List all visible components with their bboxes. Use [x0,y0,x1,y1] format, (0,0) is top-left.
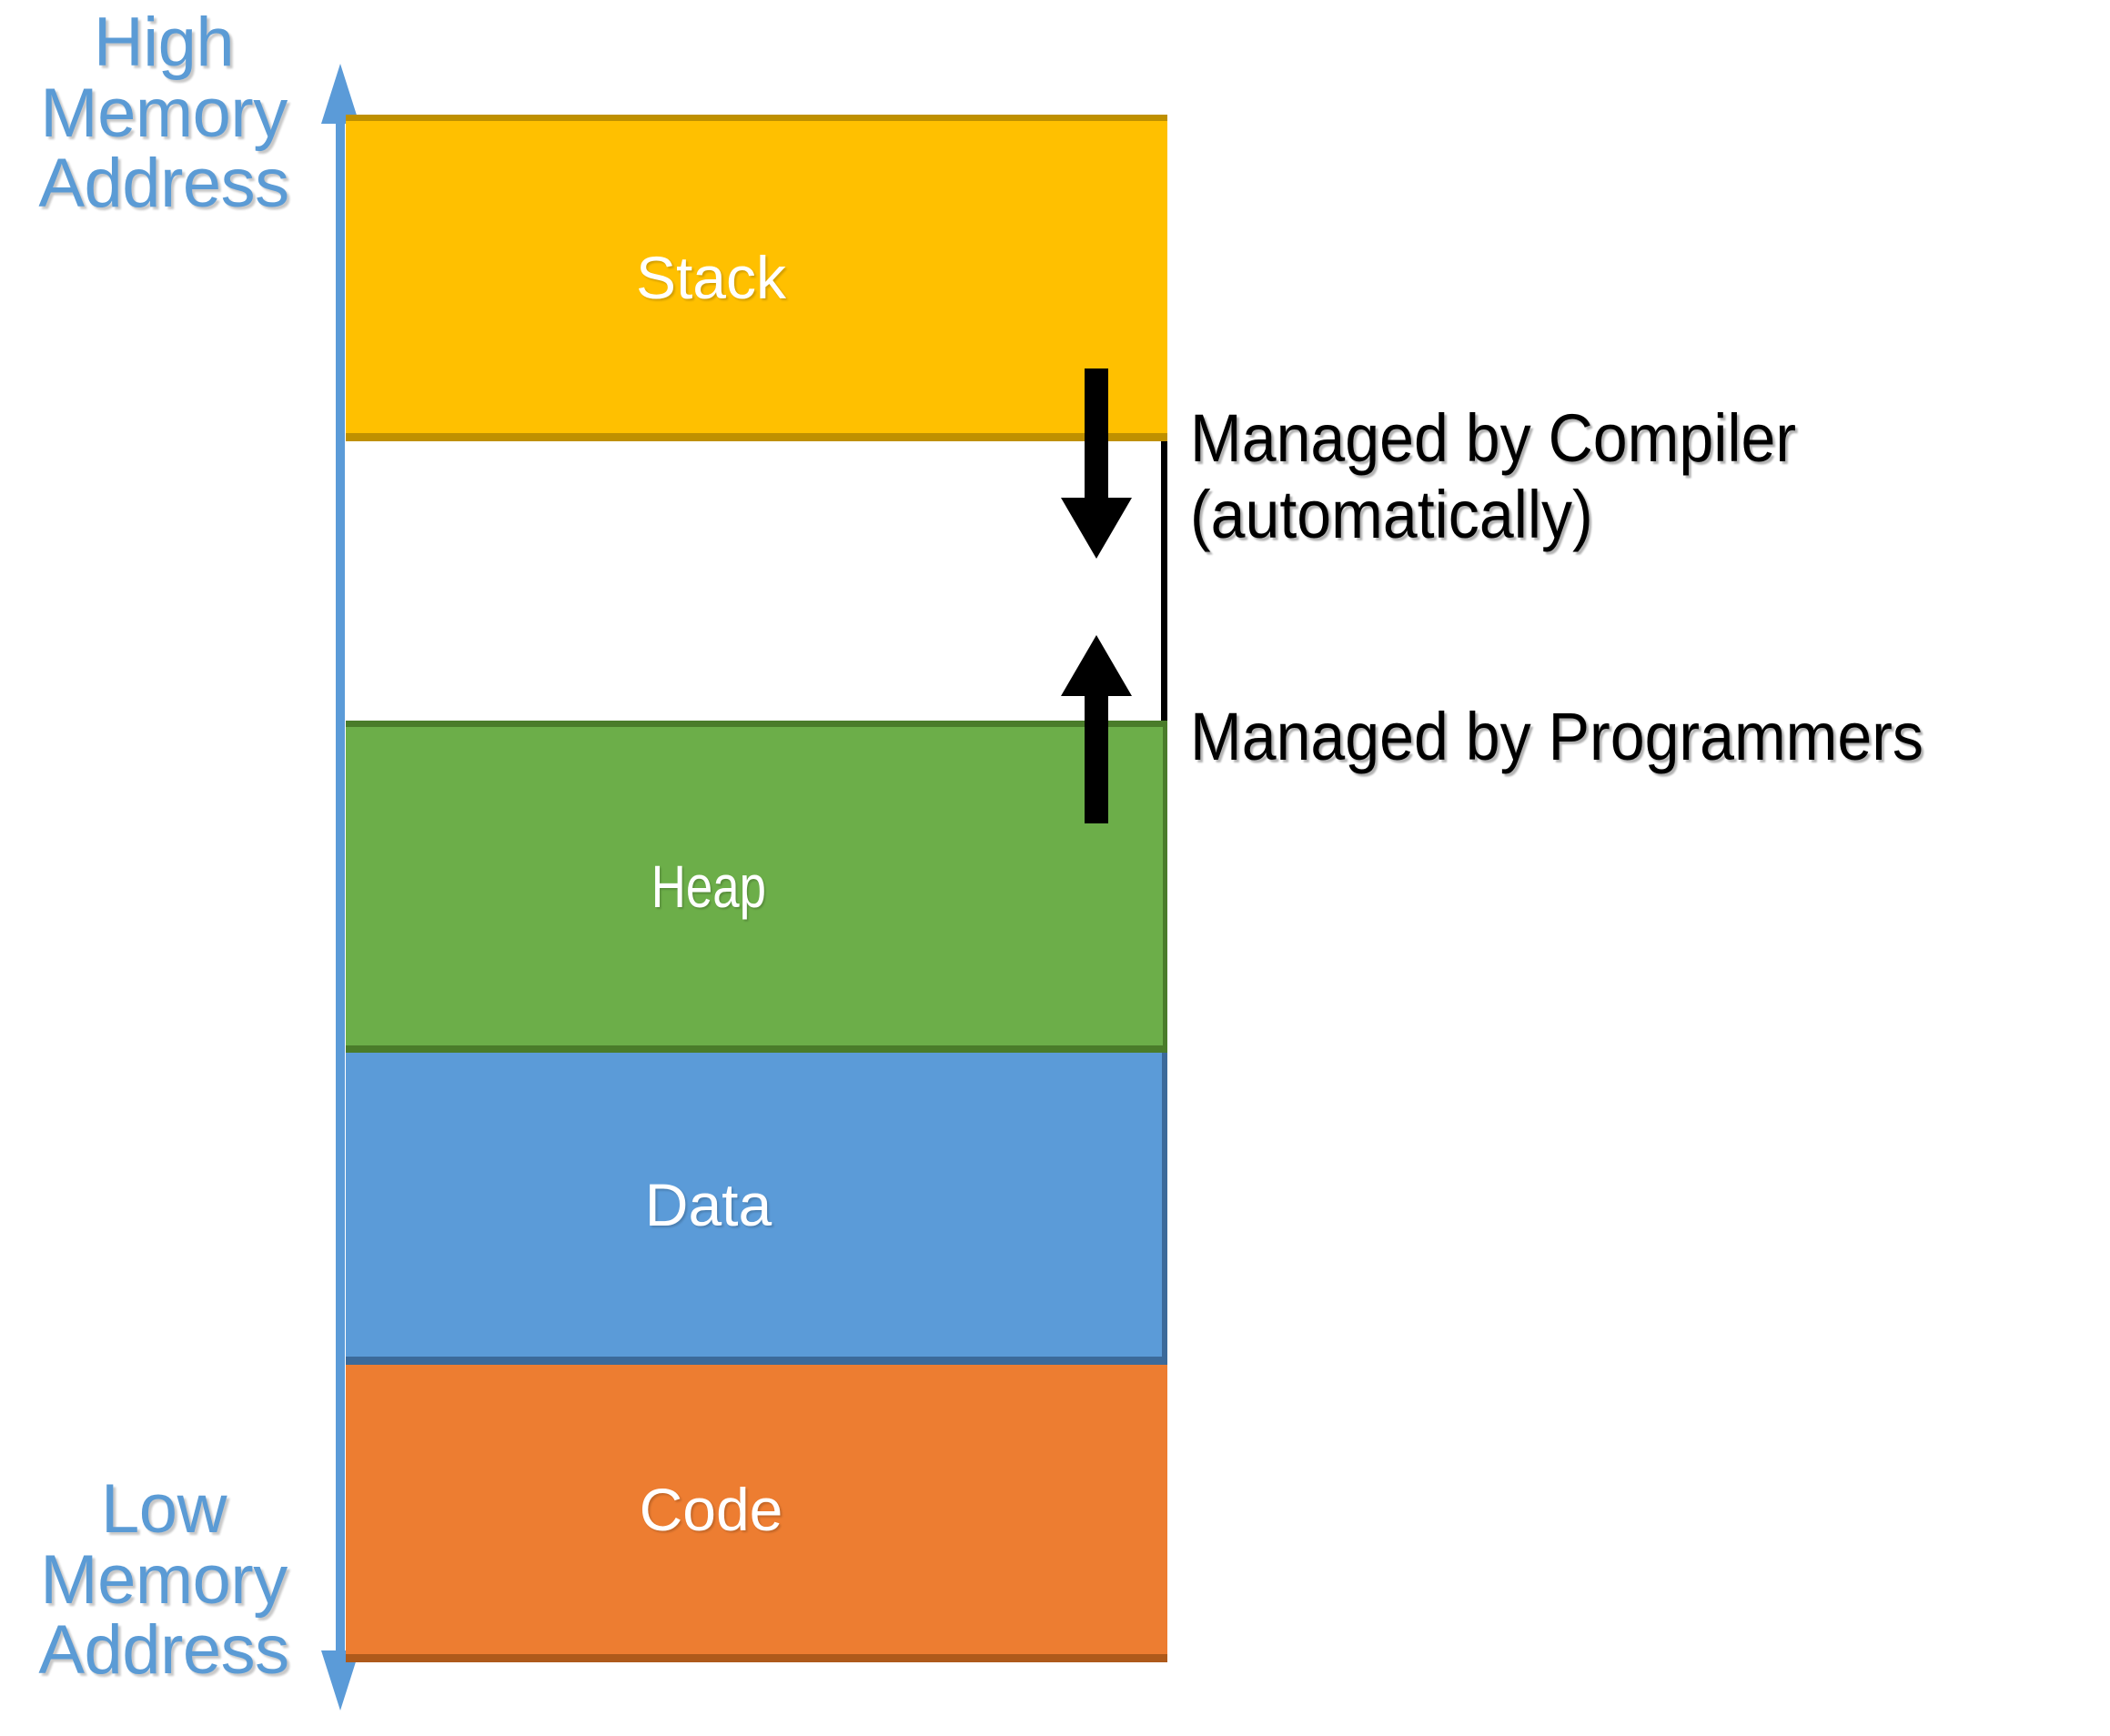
memory-segment-heap-label: Heap [651,853,767,920]
memory-segment-stack: Stack [346,115,1167,441]
arrow-down-icon [1061,368,1132,559]
double-headed-vertical-arrow-icon [321,64,359,1711]
stack-grows-down-arrow [1060,368,1133,560]
memory-segment-free-gap [346,441,1167,721]
high-memory-address-label: High Memory Address [38,4,289,223]
heap-grows-up-arrow [1060,635,1133,824]
annotation-managed-by-programmers: Managed by Programmers [1190,699,1923,774]
memory-segment-data-label: Data [644,1171,772,1238]
memory-address-axis-arrow [320,64,360,1711]
memory-segment-heap: Heap [346,721,1167,1053]
memory-segment-data: Data [346,1053,1167,1365]
arrow-up-icon [1061,635,1132,823]
memory-segment-code-label: Code [639,1476,783,1543]
annotation-managed-by-compiler: Managed by Compiler (automatically) [1190,400,1797,552]
memory-segment-stack-label: Stack [635,243,787,311]
low-memory-address-label: Low Memory Address [38,1470,289,1690]
memory-segment-code: Code [346,1365,1167,1662]
